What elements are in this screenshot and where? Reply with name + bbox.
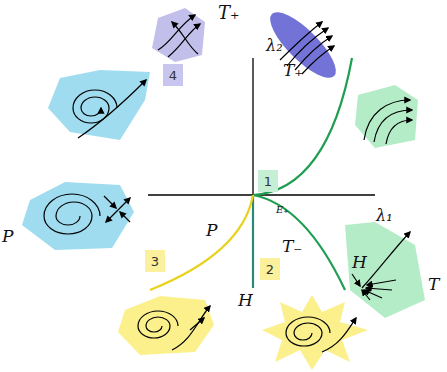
saddle-branch <box>120 212 130 222</box>
homoclinic-curve <box>150 195 253 290</box>
flow-line <box>367 280 396 285</box>
parameter-label: P <box>2 228 13 245</box>
region-number: 4 <box>169 69 177 82</box>
spiral <box>138 311 178 338</box>
parameter-label: λ₁ <box>376 208 393 224</box>
flow-line <box>364 290 382 298</box>
flow-line <box>190 318 204 330</box>
flow-line <box>386 120 412 144</box>
region-number-box: 4 <box>163 64 183 86</box>
region-number: 2 <box>266 263 274 276</box>
parameter-label: E₊ <box>276 205 289 215</box>
flow-line <box>280 22 322 60</box>
lambda2-axis <box>252 58 253 195</box>
flow-line <box>302 46 334 74</box>
parameter-label: T₋ <box>282 238 302 255</box>
parameter-label: λ₂ <box>266 38 283 54</box>
saddle-branch <box>106 210 118 222</box>
flow-line <box>364 100 410 140</box>
region-number: 1 <box>264 175 272 188</box>
saddle-node-curve <box>253 58 352 195</box>
phase-blob <box>48 70 150 140</box>
phase-blob <box>262 295 368 370</box>
phase-blob <box>22 182 134 250</box>
phase-blob <box>118 296 214 355</box>
flow-line <box>366 288 392 290</box>
spiral <box>44 194 100 234</box>
region-number-box: 3 <box>145 250 165 272</box>
saddle-branch <box>104 196 116 208</box>
region-number: 3 <box>151 255 159 268</box>
parameter-label: P <box>206 222 217 239</box>
parameter-label: H <box>238 292 253 309</box>
flow-line <box>172 22 198 54</box>
phase-blob <box>345 222 425 318</box>
parameter-label: H <box>352 254 367 271</box>
flow-line <box>172 306 210 350</box>
saddle-node-curve <box>253 195 345 290</box>
spiral <box>73 90 117 123</box>
region-number-box: 2 <box>260 258 280 280</box>
phase-blob <box>261 3 344 86</box>
region-number-box: 1 <box>258 170 278 192</box>
phase-blob <box>152 8 205 62</box>
parameter-label: T <box>428 276 439 293</box>
parameter-label: T₊ <box>283 62 303 79</box>
parameter-label: T₊ <box>218 4 240 22</box>
saddle-branch <box>118 198 130 210</box>
spiral <box>286 317 330 346</box>
flow-line <box>374 110 412 142</box>
flow-line <box>322 318 356 352</box>
hopf-line <box>252 195 254 288</box>
flow-line <box>352 274 360 286</box>
flow-line <box>78 80 146 138</box>
flow-line <box>362 232 410 288</box>
phase-blob <box>355 85 418 148</box>
flow-line <box>287 28 328 66</box>
